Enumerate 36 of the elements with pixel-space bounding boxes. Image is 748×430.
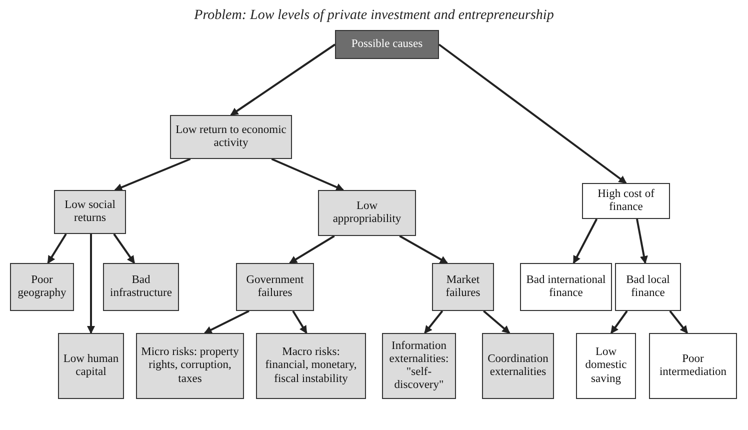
arrow (610, 310, 628, 334)
arrow (204, 310, 250, 334)
process-box: High cost of finance (582, 183, 670, 219)
arrow (114, 158, 191, 192)
process-box: Information externalities: "self-discovery" (382, 333, 456, 399)
arrow (572, 218, 598, 264)
arrow (113, 233, 136, 264)
arrow (47, 233, 67, 264)
process-box: Market failures (432, 263, 494, 311)
arrow (669, 310, 688, 334)
arrow (438, 44, 627, 184)
arrow (636, 218, 648, 264)
arrow (271, 158, 344, 191)
process-box: Low domestic saving (576, 333, 636, 399)
process-box: Low human capital (58, 333, 124, 399)
arrow (288, 235, 335, 264)
arrow (399, 235, 448, 264)
process-box: Possible causes (335, 30, 439, 59)
arrow (230, 44, 336, 116)
process-box: Bad infrastructure (103, 263, 179, 311)
process-box: Poor geography (10, 263, 74, 311)
process-box: Low appropriability (318, 190, 416, 236)
arrow (87, 234, 95, 334)
arrow (424, 310, 444, 334)
process-box: Bad international finance (520, 263, 612, 311)
process-box: Poor intermediation (649, 333, 737, 399)
process-box: Coordination externalities (482, 333, 554, 399)
process-box: Low return to economic activity (170, 115, 292, 159)
process-box: Low social returns (54, 190, 126, 234)
arrow (292, 310, 308, 334)
process-box: Macro risks: financial, monetary, fiscal instability (256, 333, 366, 399)
diagram-title: Problem: Low levels of private investment and entrepreneurship (193, 8, 555, 24)
process-box: Micro risks: property rights, corruption, taxes (136, 333, 244, 399)
arrow (483, 310, 510, 334)
process-box: Government failures (236, 263, 314, 311)
process-box: Bad local finance (615, 263, 681, 311)
